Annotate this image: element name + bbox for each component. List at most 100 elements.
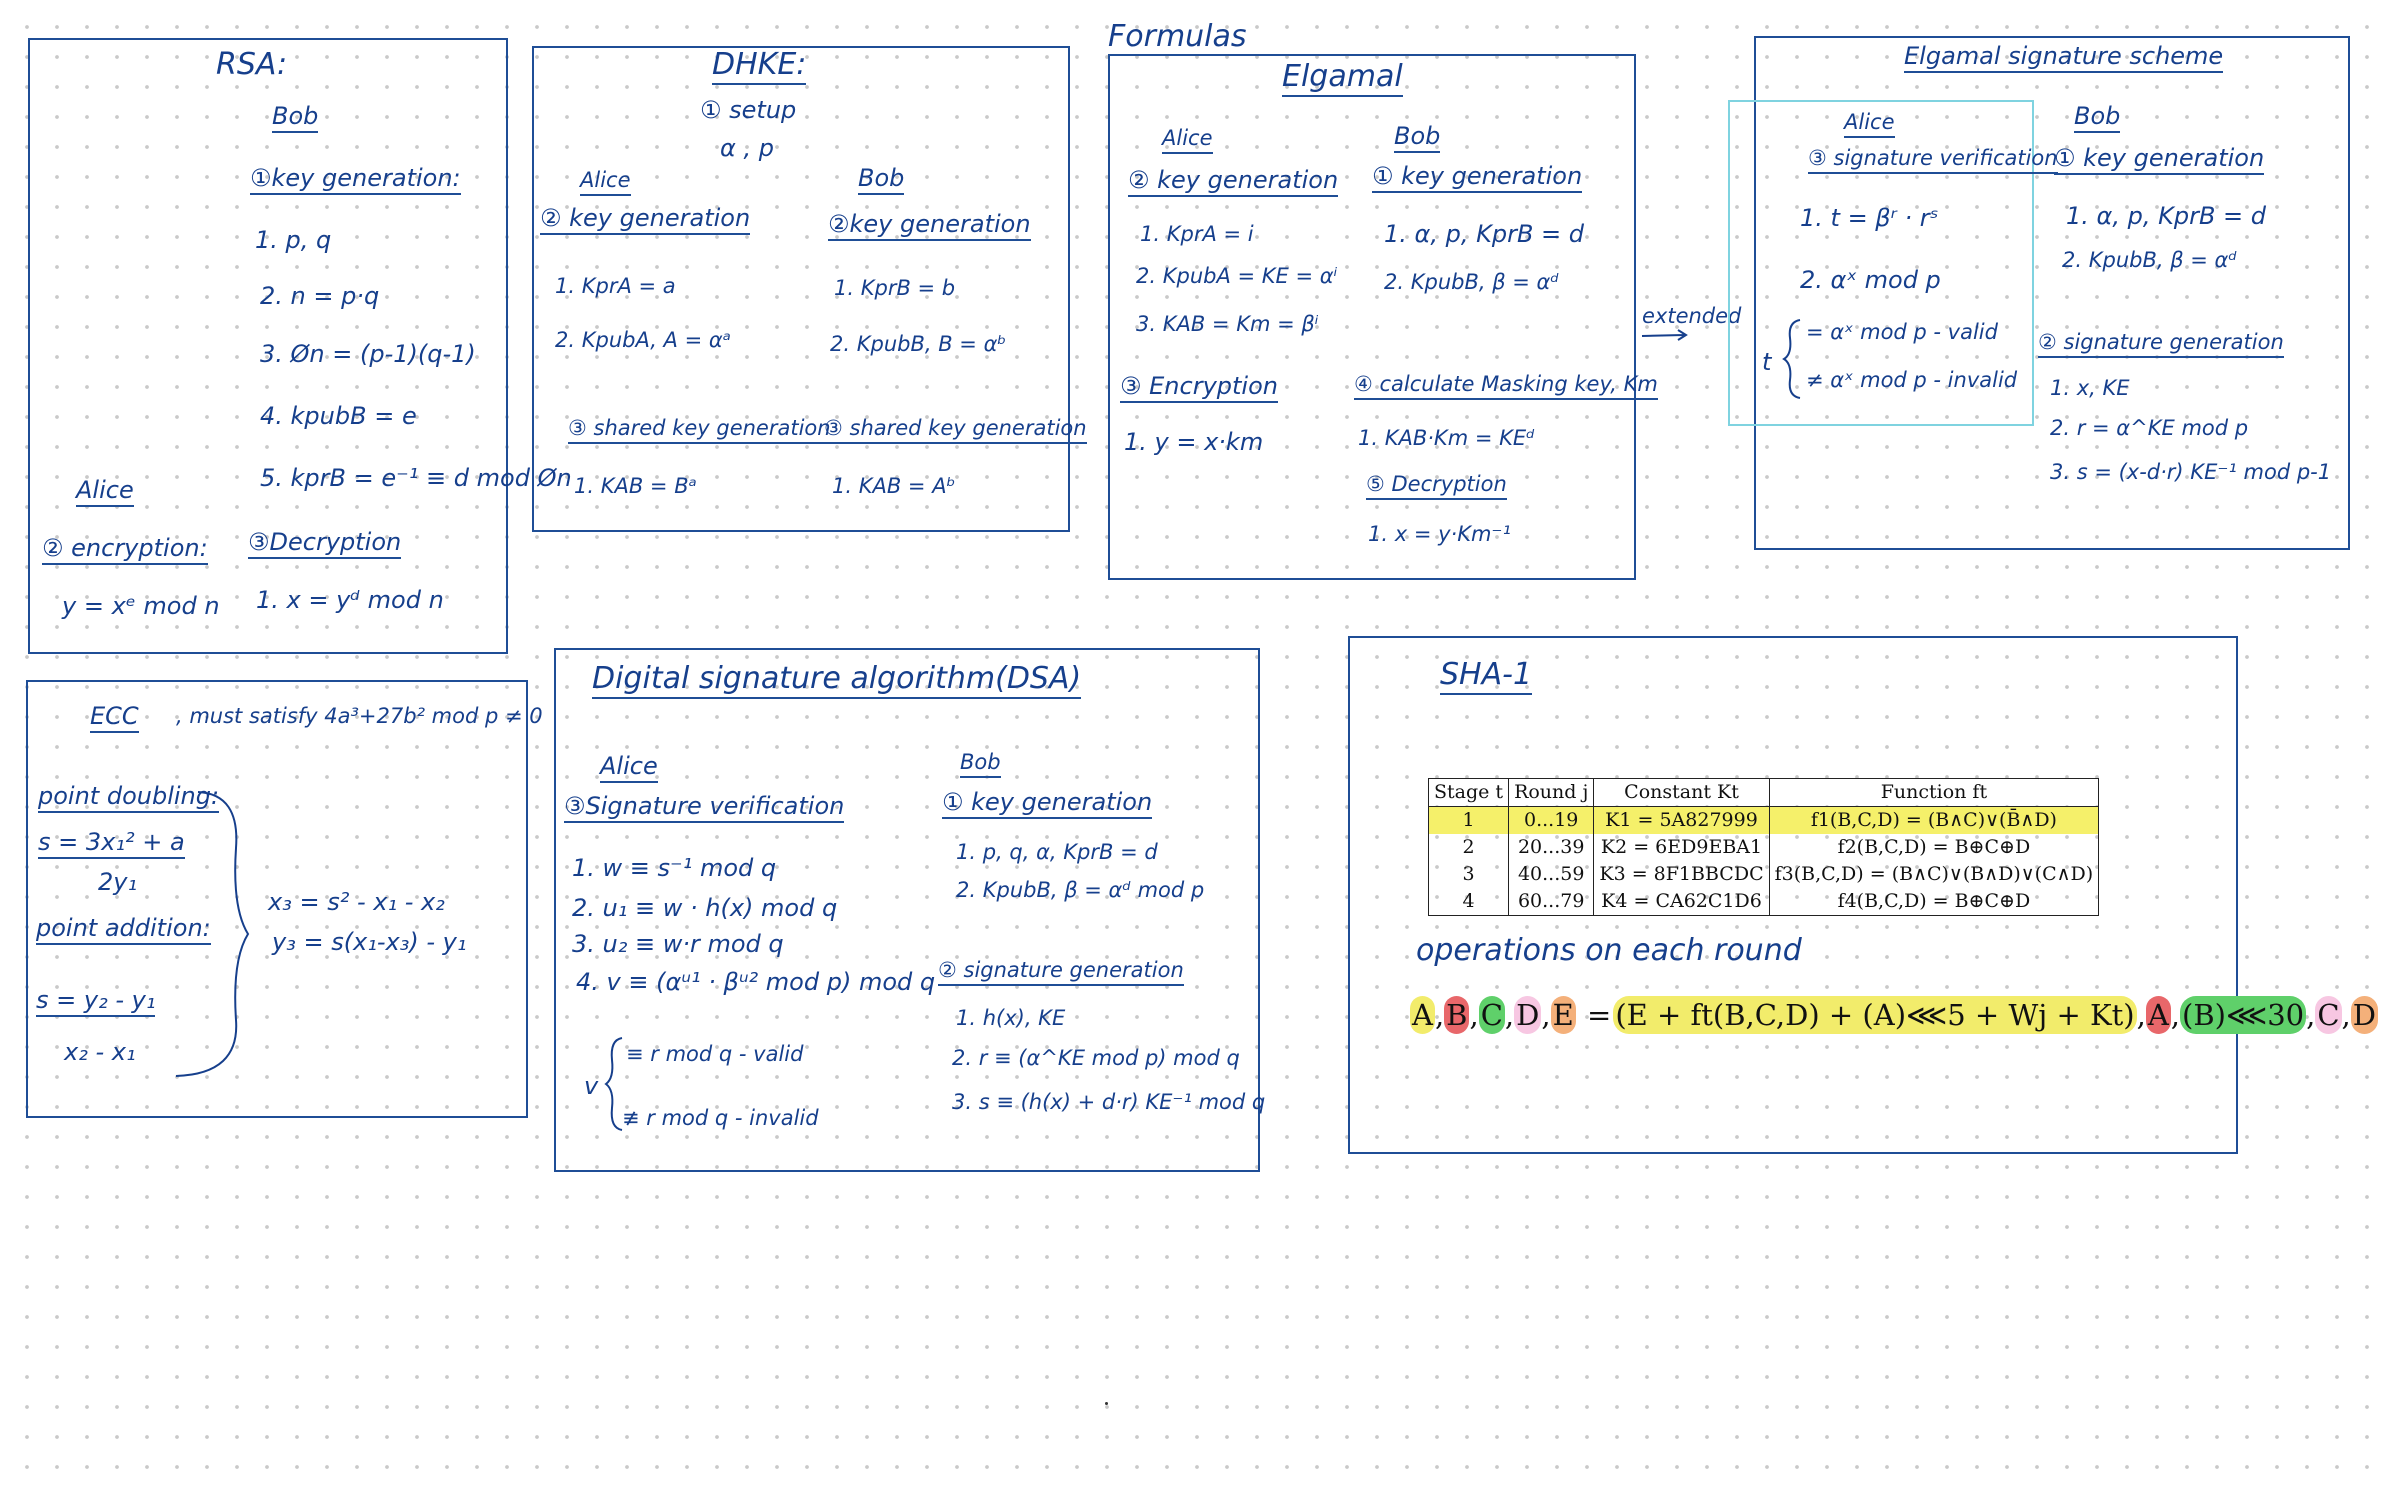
eq-term: C	[1478, 996, 1505, 1034]
dhke-bob-keygen: ②key generation	[828, 212, 1031, 241]
elgamal-bob-label: Bob	[1394, 124, 1441, 153]
dsa-ver-step: 1. w ≡ s⁻¹ mod q	[572, 854, 777, 882]
elgamal-bob-step: 2. KpubB, β = αᵈ	[1384, 270, 1559, 294]
dhke-bob-shared: ③ shared key generation	[824, 418, 1087, 444]
rsa-step: 3. Øn = (p-1)(q-1)	[260, 340, 476, 368]
rsa-box	[28, 38, 508, 654]
rsa-alice-label: Alice	[76, 478, 134, 507]
table-cell: K4 = CA62C1D6	[1593, 888, 1770, 916]
formulas-label: Formulas	[1108, 19, 1247, 54]
dhke-bob-step: 2. KpubB, B = αᵇ	[830, 332, 1007, 356]
rsa-step: 1. p, q	[255, 226, 332, 254]
ecc-x3-formula: x₃ = s² - x₁ - x₂	[268, 888, 445, 916]
table-header-row: Stage t Round j Constant Kt Function ft	[1428, 778, 2099, 807]
elgamal-sig-key-step: 2. KpubB, β = αᵈ	[2062, 248, 2237, 272]
dsa-gen-step: 1. h(x), KE	[956, 1006, 1066, 1030]
ecc-condition: , must satisfy 4a³+27b² mod p ≠ 0	[176, 704, 543, 728]
elgamal-sig-key-step: 1. α, p, KprB = d	[2066, 202, 2267, 230]
eq-term: A	[2145, 996, 2171, 1034]
rsa-encryption-formula: y = xᵉ mod n	[62, 592, 220, 620]
table-header: Constant Kt	[1593, 778, 1770, 807]
dhke-alice-step: 2. KpubA, A = αᵃ	[555, 328, 731, 352]
rsa-keygen-heading: ①key generation:	[250, 166, 461, 195]
elgamal-sig-invalid: ≠ αˣ mod p - invalid	[1806, 368, 2018, 392]
sha-box	[1348, 636, 2238, 1154]
table-cell: 40...59	[1508, 861, 1595, 888]
ecc-title: ECC	[90, 704, 139, 733]
rsa-decryption-heading: ③Decryption	[248, 530, 402, 559]
dsa-valid: ≡ r mod q - valid	[626, 1042, 804, 1066]
dsa-verification-heading: ③Signature verification	[564, 794, 845, 823]
dsa-gen-step: 2. r ≡ (α^KE mod p) mod q	[952, 1046, 1240, 1070]
rsa-step: 2. n = p·q	[260, 282, 380, 310]
elgamal-alice-step: 3. KAB = Km = βⁱ	[1136, 312, 1319, 336]
elgamal-sig-gen-step: 2. r = α^KE mod p	[2050, 416, 2249, 440]
elgamal-sig-ver-step: 1. t = βʳ · rˢ	[1800, 204, 1939, 232]
dsa-v-label: v	[584, 1072, 599, 1100]
ecc-addition-numerator: s = y₂ - y₁	[36, 988, 156, 1017]
table-cell: f4(B,C,D) = B⊕C⊕D	[1837, 890, 2031, 912]
dsa-ver-step: 2. u₁ ≡ w · h(x) mod q	[572, 894, 838, 922]
elgamal-masking-heading: ④ calculate Masking key, Km	[1354, 374, 1658, 400]
dsa-brace	[604, 1037, 623, 1131]
sha-operations-label: operations on each round	[1416, 933, 1802, 968]
sha-round-equation: A,B,C,D,E = (E + ft(B,C,D) + (A)⋘5 + Wj …	[1410, 996, 2378, 1034]
dsa-gen-step: 3. s ≡ (h(x) + d·r) KE⁻¹ mod q	[952, 1090, 1266, 1114]
dhke-box	[532, 46, 1070, 532]
dsa-siggen-heading: ② signature generation	[938, 960, 1184, 986]
ecc-addition-denominator: x₂ - x₁	[64, 1038, 136, 1066]
table-header: Round j	[1508, 778, 1595, 807]
dsa-invalid: ≢ r mod q - invalid	[622, 1106, 819, 1130]
dsa-title: Digital signature algorithm(DSA)	[592, 664, 1082, 699]
table-cell: 60...79	[1508, 888, 1595, 916]
eq-term: (E + ft(B,C,D) + (A)⋘5 + Wj + Kt)	[1613, 996, 2137, 1034]
ecc-doubling-denominator: 2y₁	[98, 868, 138, 896]
ecc-brace	[175, 791, 250, 1077]
dhke-setup-params: α , p	[720, 134, 774, 162]
dsa-box	[554, 648, 1260, 1172]
dhke-bob-shared-step: 1. KAB = Aᵇ	[832, 474, 956, 498]
elgamal-sig-keygen-heading: ① key generation	[2054, 146, 2265, 175]
dhke-alice-shared-step: 1. KAB = Bᵃ	[574, 474, 697, 498]
dsa-ver-step: 3. u₂ ≡ w·r mod q	[572, 930, 784, 958]
dsa-key-step: 2. KpubB, β = αᵈ mod p	[956, 878, 1205, 902]
eq-term: B	[1444, 996, 1470, 1034]
elgamal-decryption-step: 1. x = y·Km⁻¹	[1368, 522, 1511, 546]
dhke-alice-step: 1. KprA = a	[555, 274, 676, 298]
table-cell: f3(B,C,D) = (B∧C)∨(B∧D)∨(C∧D)	[1774, 863, 2094, 885]
dhke-title: DHKE:	[712, 50, 807, 85]
table-header: Function ft	[1880, 781, 1988, 803]
rsa-step: 4. kpubB = e	[260, 402, 417, 430]
table-cell: 0...19	[1508, 806, 1595, 834]
elgamal-sig-verification-heading: ③ signature verification	[1808, 148, 2058, 174]
eq-equals: =	[1587, 998, 1612, 1032]
rsa-decryption-formula: 1. x = yᵈ mod n	[256, 586, 444, 614]
ecc-y3-formula: y₃ = s(x₁-x₃) - y₁	[272, 928, 467, 956]
elgamal-alice-keygen: ② key generation	[1128, 168, 1339, 197]
dsa-alice-label: Alice	[600, 754, 658, 783]
ecc-doubling-heading: point doubling:	[38, 784, 220, 813]
elgamal-bob-keygen: ① key generation	[1372, 164, 1583, 193]
elgamal-sig-gen-step: 3. s = (x-d·r) KE⁻¹ mod p-1	[2050, 460, 2332, 484]
sha-table: Stage t Round j Constant Kt Function ft …	[1428, 778, 2100, 916]
table-cell: 3	[1428, 861, 1510, 888]
rsa-encryption-heading: ② encryption:	[42, 536, 208, 565]
dhke-setup: ① setup	[700, 96, 797, 124]
elgamal-sig-bob-label: Bob	[2074, 104, 2121, 133]
dhke-alice-shared: ③ shared key generation	[568, 418, 831, 444]
elgamal-sig-ver-step: 2. αˣ mod p	[1800, 266, 1941, 294]
dsa-keygen-heading: ① key generation	[942, 790, 1153, 819]
elgamal-sig-box	[1754, 36, 2350, 550]
elgamal-decryption-heading: ⑤ Decryption	[1366, 474, 1507, 500]
elgamal-sig-siggen-heading: ② signature generation	[2038, 332, 2284, 358]
ecc-box	[26, 680, 528, 1118]
dhke-alice-keygen: ② key generation	[540, 206, 751, 235]
rsa-bob-label: Bob	[272, 104, 319, 133]
elgamal-masking-step: 1. KAB·Km = KEᵈ	[1358, 426, 1535, 450]
elgamal-sig-brace	[1782, 319, 1801, 399]
elgamal-sig-alice-label: Alice	[1844, 112, 1895, 138]
table-row: 4 60...79 K4 = CA62C1D6 f4(B,C,D) = B⊕C⊕…	[1428, 888, 2099, 916]
eq-term: C	[2315, 996, 2342, 1034]
eq-term: A	[1410, 996, 1435, 1034]
table-row: 1 0...19 K1 = 5A827999 f1(B,C,D) = (B∧C)…	[1428, 806, 2099, 834]
